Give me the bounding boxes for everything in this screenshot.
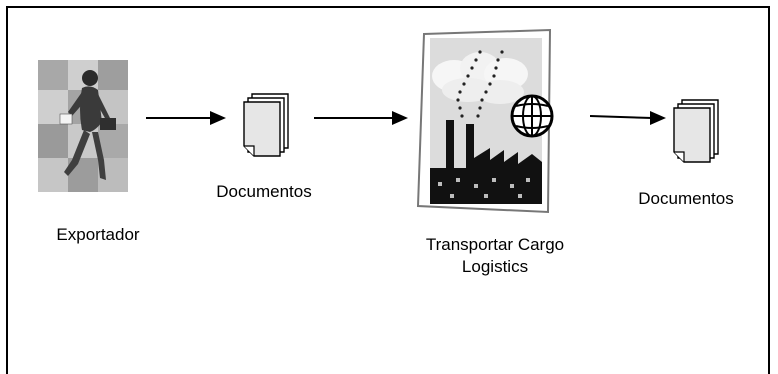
diagram-frame [6, 6, 770, 374]
transporter-label-line1: Transportar Cargo [425, 235, 565, 254]
documents-stack-icon-2 [672, 98, 720, 164]
factory-globe-icon [416, 28, 556, 214]
arrow-documents-to-transporter [314, 108, 408, 128]
arrow-exporter-to-documents [146, 108, 226, 128]
exporter-label: Exportador [56, 225, 140, 244]
transporter-label: Transportar Cargo Logistics [400, 234, 590, 278]
documents-stack-icon [242, 92, 290, 158]
exporter-woman-icon [38, 60, 128, 192]
documents-label-2: Documentos [638, 189, 734, 208]
transporter-label-line2: Logistics [461, 257, 529, 276]
documents-label-1: Documentos [216, 182, 312, 201]
arrow-transporter-to-documents [590, 106, 666, 130]
